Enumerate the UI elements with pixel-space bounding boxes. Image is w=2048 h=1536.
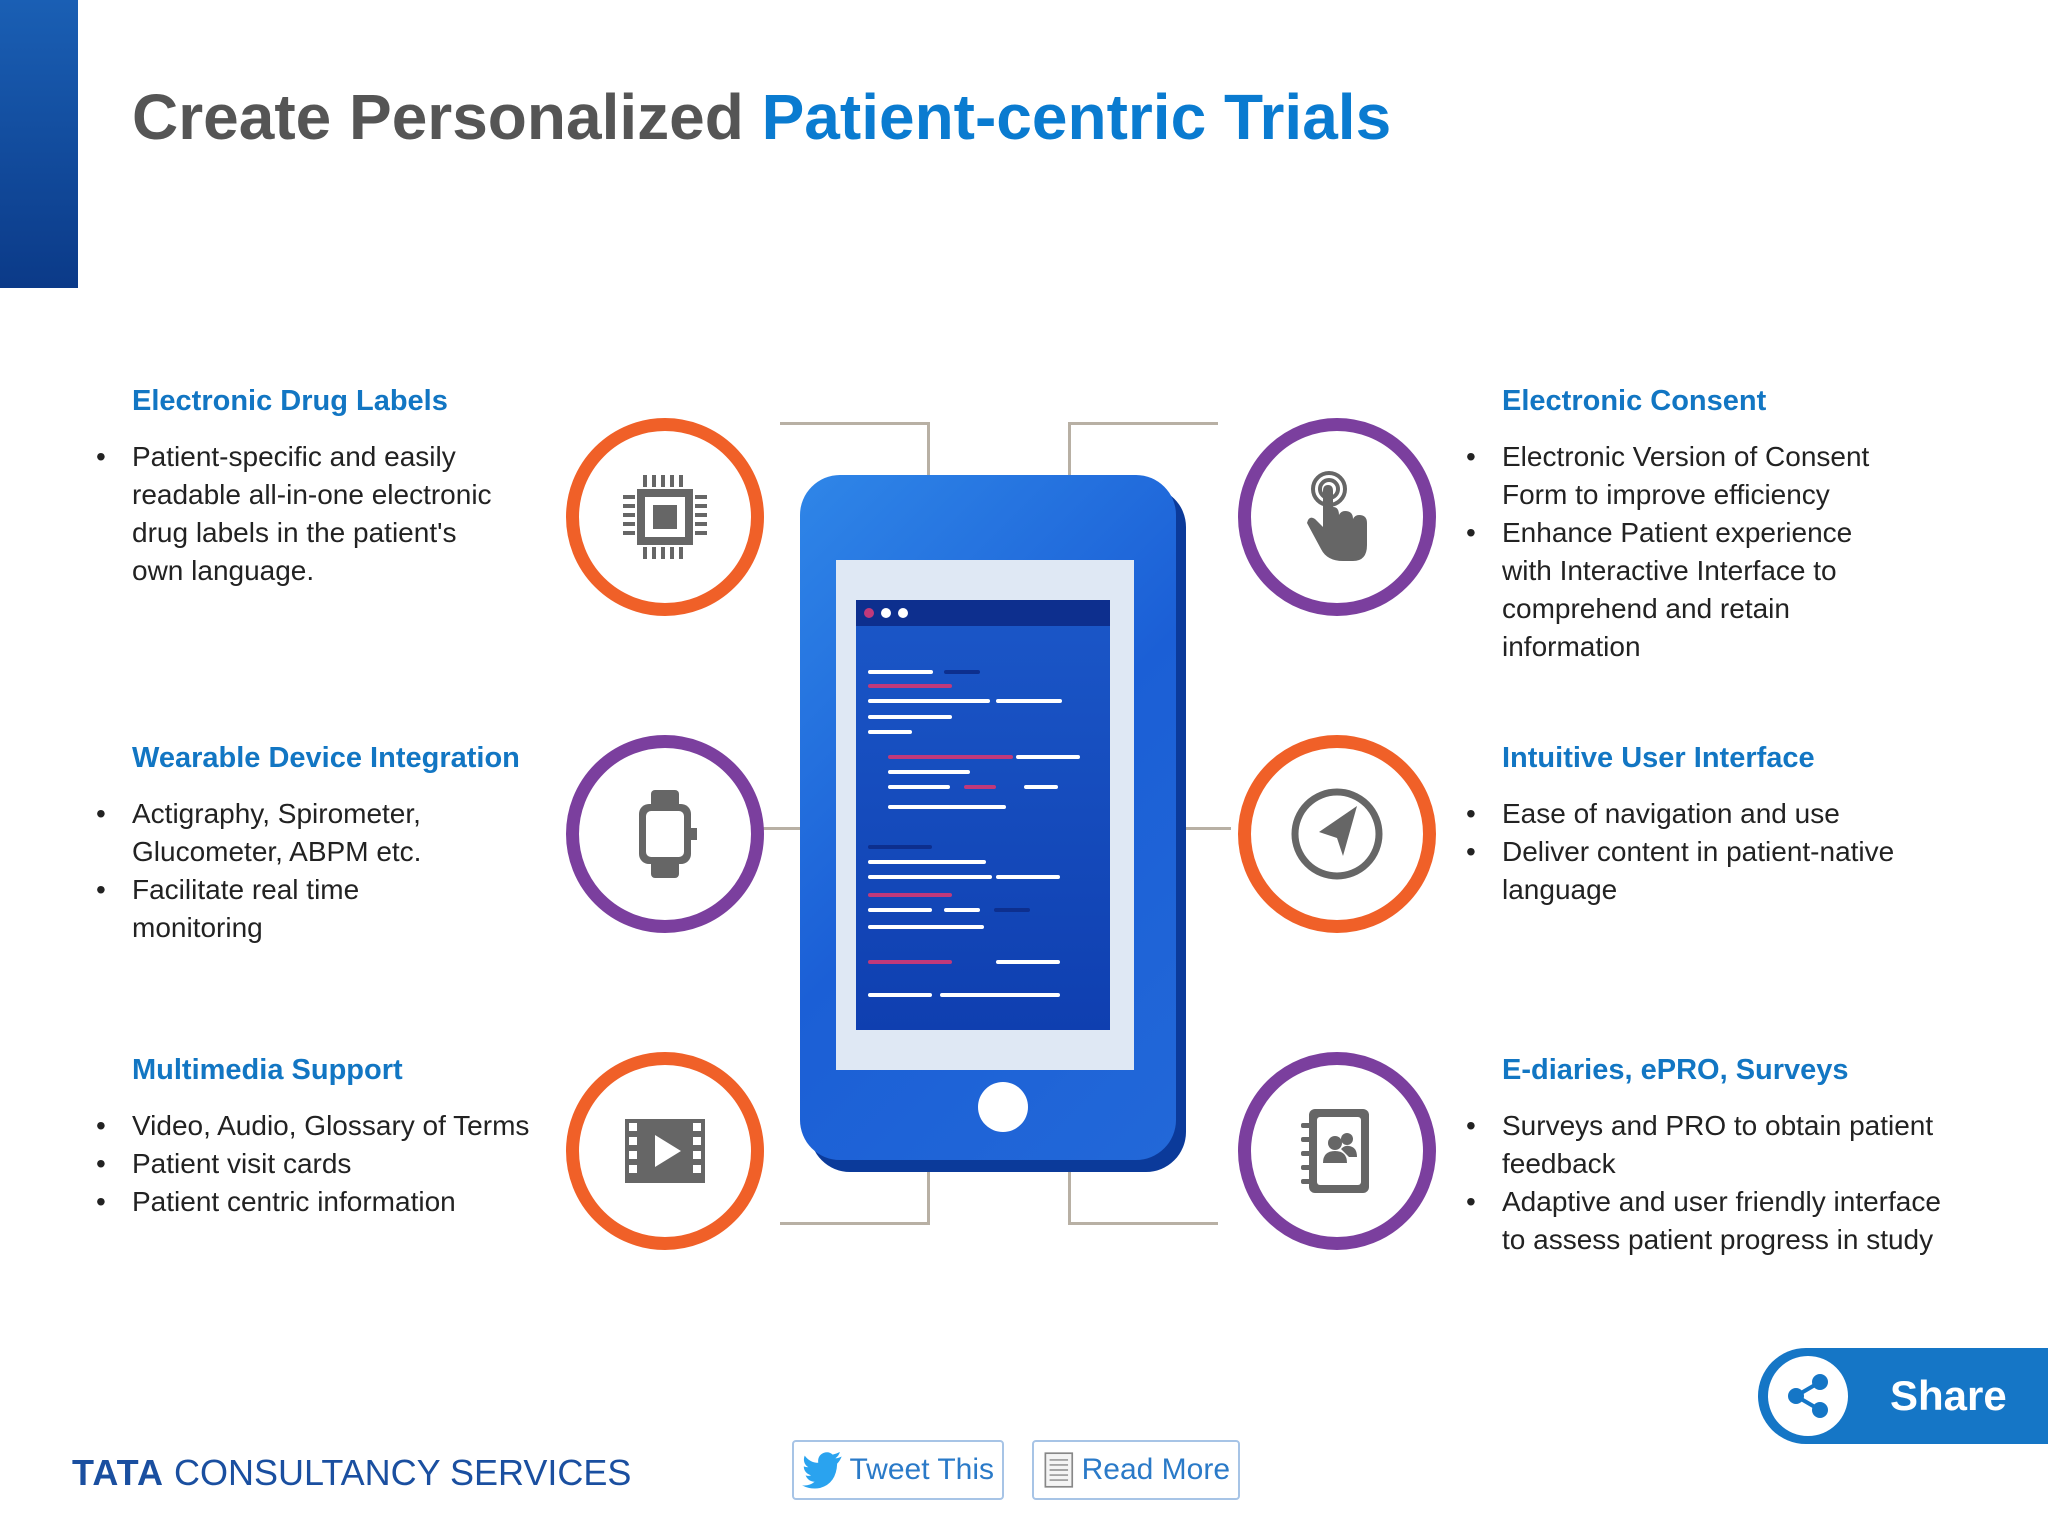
connector-line [762, 827, 812, 830]
section-wearable-device-integration: Wearable Device Integration Actigraphy, … [96, 742, 602, 947]
code-line [868, 908, 932, 912]
bullet-item: Electronic Version of Consent Form to im… [1466, 438, 1902, 514]
screen-title-bar [856, 600, 1110, 626]
tweet-this-label: Tweet This [849, 1453, 994, 1486]
share-icon-circle [1768, 1356, 1848, 1436]
code-line [868, 960, 952, 964]
chip-icon [623, 475, 707, 559]
code-line [888, 785, 950, 789]
code-line [868, 893, 952, 897]
section-multimedia-support: Multimedia Support Video, Audio, Glossar… [96, 1054, 602, 1221]
read-more-label: Read More [1081, 1453, 1230, 1486]
code-line [994, 908, 1030, 912]
wearable-ring [566, 735, 764, 933]
code-line [996, 960, 1060, 964]
code-line [868, 860, 986, 864]
code-line [868, 684, 952, 688]
code-line [868, 670, 933, 674]
code-line [868, 993, 932, 997]
connector-line [1068, 422, 1218, 425]
window-dot [898, 608, 908, 618]
bullet-item: Enhance Patient experience with Interact… [1466, 514, 1902, 666]
code-line [944, 670, 980, 674]
bullet-item: Actigraphy, Spirometer, Glucometer, ABPM… [96, 795, 492, 871]
ediaries-ring [1238, 1052, 1436, 1250]
phone-home-button [978, 1082, 1028, 1132]
section-intuitive-user-interface: Intuitive User Interface Ease of navigat… [1466, 742, 2002, 909]
connector-line [927, 1165, 930, 1225]
code-line [944, 908, 980, 912]
code-line [940, 993, 1060, 997]
code-line [868, 699, 990, 703]
connector-line [780, 1222, 930, 1225]
section-heading: Electronic Consent [1502, 385, 1767, 417]
touch-hand-icon [1307, 471, 1367, 561]
brand-tata: TATA [72, 1452, 164, 1493]
read-more-button[interactable]: Read More [1032, 1440, 1240, 1500]
title-part-1: Create Personalized [132, 81, 762, 153]
drug-labels-ring [566, 418, 764, 616]
section-heading: E-diaries, ePRO, Surveys [1502, 1054, 1849, 1086]
section-heading: Electronic Drug Labels [132, 385, 448, 417]
connector-line [1186, 827, 1231, 830]
connector-line [1068, 422, 1071, 482]
window-dot [864, 608, 874, 618]
bullet-item: Facilitate real time monitoring [96, 871, 492, 947]
share-label: Share [1890, 1372, 2007, 1419]
bullet-item: Patient visit cards [96, 1145, 572, 1183]
video-icon [625, 1119, 705, 1183]
code-line [888, 805, 1006, 809]
consent-ring [1238, 418, 1436, 616]
connector-line [927, 422, 930, 482]
tweet-this-button[interactable]: Tweet This [792, 1440, 1004, 1500]
bullet-item: Deliver content in patient-native langua… [1466, 833, 1962, 909]
bullet-item: Surveys and PRO to obtain patient feedba… [1466, 1107, 1972, 1183]
connector-line [1068, 1222, 1218, 1225]
bullet-item: Patient-specific and easily readable all… [96, 438, 492, 590]
bullet-item: Video, Audio, Glossary of Terms [96, 1107, 572, 1145]
page-title: Create Personalized Patient-centric Tria… [132, 80, 1391, 154]
section-heading: Multimedia Support [132, 1054, 403, 1086]
compass-icon [1291, 788, 1383, 880]
bullet-item: Adaptive and user friendly interface to … [1466, 1183, 1972, 1259]
section-heading: Wearable Device Integration [132, 742, 520, 774]
section-e-diaries-epro-surveys: E-diaries, ePRO, Surveys Surveys and PRO… [1466, 1054, 2002, 1259]
code-line [964, 785, 996, 789]
share-button[interactable]: Share [1758, 1348, 2048, 1444]
code-line [1024, 785, 1058, 789]
multimedia-ring [566, 1052, 764, 1250]
code-line [868, 715, 952, 719]
code-line [868, 730, 912, 734]
twitter-bird-icon [802, 1451, 842, 1489]
code-line [888, 755, 1013, 759]
document-icon [1044, 1452, 1074, 1488]
phone-illustration [800, 475, 1200, 1175]
section-electronic-consent: Electronic Consent Electronic Version of… [1466, 385, 2002, 666]
side-accent-bar [0, 0, 78, 288]
bullet-item: Patient centric information [96, 1183, 572, 1221]
code-line [1016, 755, 1080, 759]
ui-ring [1238, 735, 1436, 933]
window-dot [881, 608, 891, 618]
smartwatch-icon [639, 790, 697, 878]
share-icon [1788, 1374, 1828, 1418]
code-line [868, 845, 932, 849]
code-line [868, 875, 992, 879]
section-electronic-drug-labels: Electronic Drug Labels Patient-specific … [96, 385, 602, 590]
connector-line [1068, 1165, 1071, 1225]
brand-logo: TATA CONSULTANCY SERVICES [72, 1452, 631, 1494]
bullet-item: Ease of navigation and use [1466, 795, 1962, 833]
code-line [996, 875, 1060, 879]
contact-book-icon [1301, 1109, 1369, 1193]
code-line [996, 699, 1062, 703]
code-line [868, 925, 984, 929]
section-heading: Intuitive User Interface [1502, 742, 1815, 774]
phone-screen [856, 600, 1110, 1030]
brand-rest: CONSULTANCY SERVICES [163, 1452, 632, 1493]
title-part-2: Patient-centric Trials [761, 81, 1392, 153]
connector-line [780, 422, 930, 425]
code-line [888, 770, 970, 774]
